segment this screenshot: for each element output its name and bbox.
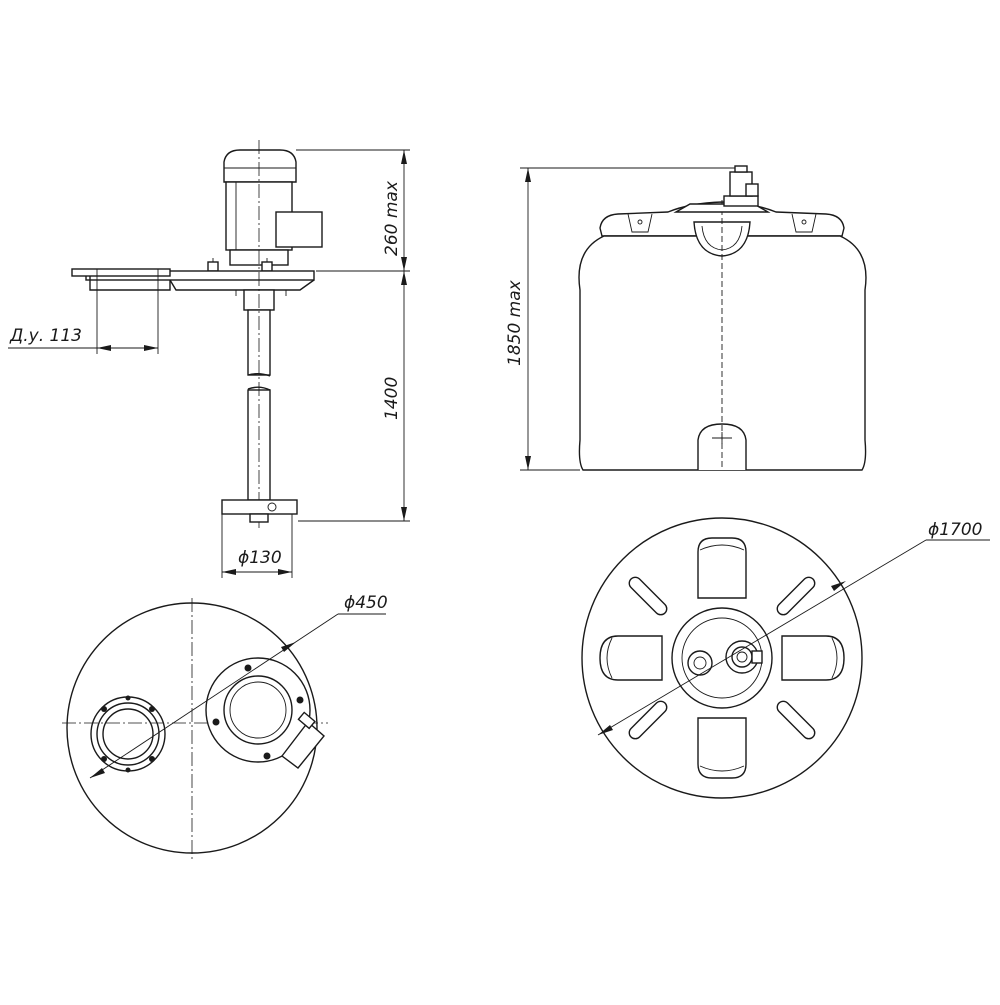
tank-side-view: [578, 165, 867, 471]
dimension-label-hatch-diameter: ϕ450: [344, 593, 388, 613]
mounting-plate: [71, 268, 315, 296]
motor: [223, 149, 323, 266]
dimension-label-shaft-length: 1400: [382, 377, 402, 420]
dimension-label-motor-height: 260 max: [382, 180, 402, 256]
dimension-shaft-length: 1400: [298, 271, 410, 522]
dimension-impeller-diameter: ϕ130: [221, 514, 293, 578]
dimension-label-tank-diameter: ϕ1700: [928, 520, 982, 540]
dimension-nozzle-diameter: Д.у. 113: [8, 290, 159, 354]
mixer-top-view: ϕ450: [62, 593, 388, 860]
shaft: [243, 140, 275, 530]
dimension-label-tank-height: 1850 max: [505, 279, 525, 366]
dimension-tank-height: 1850 max: [505, 167, 735, 471]
dimension-motor-height: 260 max: [296, 149, 410, 272]
tank-top-view: ϕ1700: [581, 517, 990, 799]
mixer-side-view: [71, 140, 323, 530]
impeller: [221, 499, 298, 523]
dimension-label-impeller-diameter: ϕ130: [238, 548, 282, 568]
dimension-label-nozzle-diameter: Д.у. 113: [9, 326, 82, 346]
